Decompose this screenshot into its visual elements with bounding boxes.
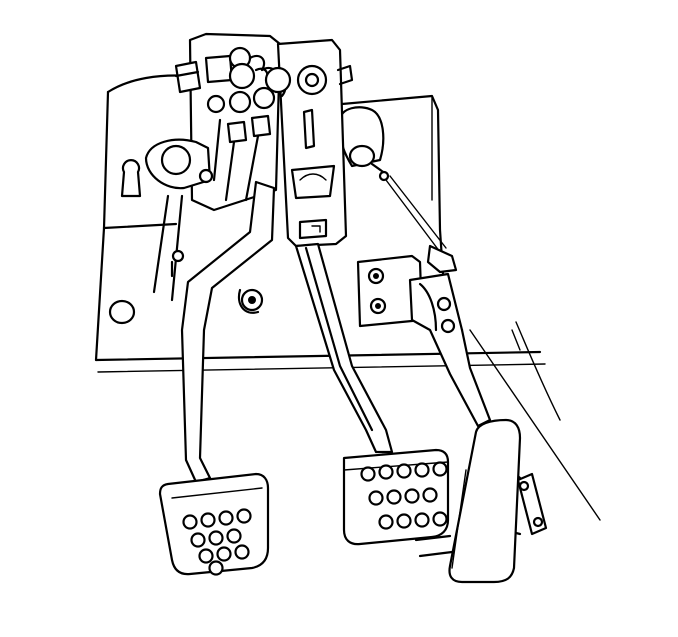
brake-pad-hole (396, 463, 412, 479)
clutch-pad-hole (236, 508, 252, 524)
clutch-pedal (158, 180, 276, 576)
brake-pad-hole (360, 466, 376, 482)
clutch-pad-holes (182, 508, 252, 576)
brake-pedal (294, 242, 450, 546)
clutch-pad-hole (226, 528, 242, 544)
dash-panel (94, 74, 601, 521)
brake-pad-hole (386, 489, 402, 505)
brake-pad-hole (404, 488, 420, 504)
brake-pad-hole (432, 461, 448, 477)
accelerator-pedal (408, 272, 548, 584)
clutch-pad-hole (182, 514, 198, 530)
clutch-pad-hole (234, 544, 250, 560)
clutch-pad-hole (190, 532, 206, 548)
accelerator-pedal-pad (448, 418, 522, 584)
clutch-pad-hole (198, 548, 214, 564)
brake-pad-hole (378, 464, 394, 480)
clutch-pad-hole (216, 546, 232, 562)
clutch-pad-hole (218, 510, 234, 526)
brake-pad-hole (432, 511, 448, 527)
clutch-pad-hole (208, 560, 224, 576)
brake-pad-hole (378, 514, 394, 530)
brake-pad-hole (368, 490, 384, 506)
brake-pad-hole (396, 513, 412, 529)
brake-pad-hole (414, 512, 430, 528)
clutch-pad-hole (208, 530, 224, 546)
brake-pad-holes (360, 461, 448, 530)
switch-bracket (144, 138, 214, 302)
brake-pad-hole (414, 462, 430, 478)
clutch-pad-hole (200, 512, 216, 528)
pivot-hardware (174, 46, 292, 202)
brake-pad-hole (422, 487, 438, 503)
